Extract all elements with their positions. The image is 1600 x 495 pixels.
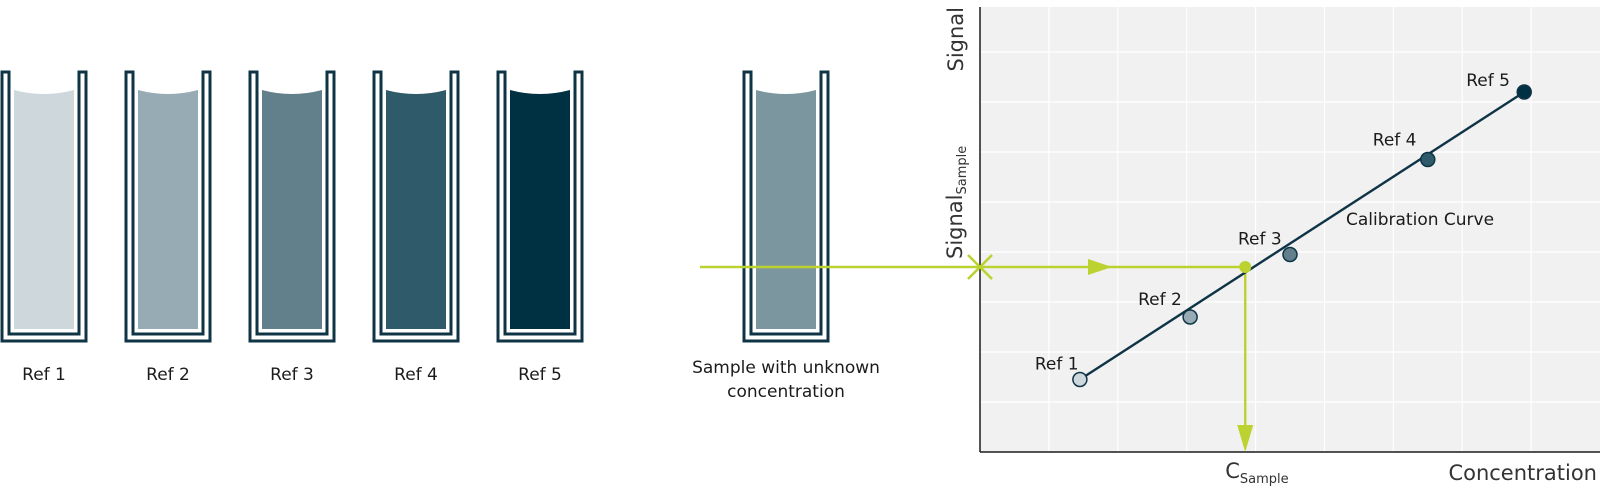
cuvette-ref-1: Ref 1 [0, 70, 88, 385]
point-ref-5 [1516, 84, 1532, 100]
sample-label-line1: Sample with unknown [692, 358, 880, 378]
cuvette-ref-2-liquid [138, 90, 198, 329]
concentration-sample-label: CSample [1225, 459, 1288, 487]
sample-readout: CSample [700, 254, 1289, 487]
cuvette-ref-5-label: Ref 5 [518, 365, 562, 385]
x-axis-label: Concentration [1448, 461, 1597, 485]
cuvette-ref-5-glass [496, 70, 584, 343]
point-ref-1 [1072, 371, 1088, 388]
cuvette-ref-3: Ref 3 [248, 70, 336, 385]
point-ref-4 [1420, 151, 1436, 168]
cuvette-ref-4-label: Ref 4 [394, 365, 438, 385]
signal-sample-label: SignalSample [943, 146, 970, 259]
cuvette-ref-3-label: Ref 3 [270, 365, 314, 385]
calibration-chart: Signal Concentration CSample Calibration… [700, 7, 1600, 487]
cuvette-ref-3-glass [248, 70, 336, 343]
sample-label-line2: concentration [727, 382, 845, 402]
point-ref-1-label: Ref 1 [1035, 355, 1079, 375]
cuvette-ref-2-glass [124, 70, 212, 343]
signal-sample-main: Signal [943, 194, 967, 259]
calibration-curve-label: Calibration Curve [1346, 210, 1494, 230]
readout-arrow-down [1237, 425, 1254, 452]
point-ref-3 [1282, 246, 1298, 263]
calibration-curve-line [1079, 90, 1525, 381]
cuvette-ref-4-glass [372, 70, 460, 343]
reference-points: Ref 1 Ref 2 Ref 3 Ref 4 Ref 5 [1035, 71, 1532, 388]
cuvette-ref-2-label: Ref 2 [146, 365, 190, 385]
cuvette-ref-5-liquid [510, 90, 570, 329]
cuvette-ref-2: Ref 2 [124, 70, 212, 385]
cuvette-ref-1-liquid [14, 90, 74, 329]
point-ref-2-label: Ref 2 [1138, 290, 1182, 310]
point-ref-3-label: Ref 3 [1238, 230, 1282, 250]
reference-cuvettes: Ref 1 Ref 2 Ref 3 Ref 4 Ref 5 [0, 70, 584, 385]
signal-axis-cross-marker [967, 254, 993, 280]
cuvette-ref-4-liquid [386, 90, 446, 329]
sample-cuvette-liquid [756, 90, 816, 329]
concentration-sample-sub: Sample [1240, 472, 1289, 487]
point-ref-5-label: Ref 5 [1466, 71, 1510, 91]
cuvette-ref-1-glass [0, 70, 88, 343]
point-ref-4-label: Ref 4 [1373, 131, 1417, 151]
cuvette-ref-4: Ref 4 [372, 70, 460, 385]
sample-cuvette-glass [742, 70, 830, 343]
signal-sample-sub: Sample [955, 146, 970, 195]
cuvette-ref-1-label: Ref 1 [22, 365, 66, 385]
readout-arrow-right [1088, 259, 1112, 275]
cuvette-ref-5: Ref 5 [496, 70, 584, 385]
sample-cuvette [742, 70, 830, 343]
point-ref-2 [1182, 309, 1198, 325]
sample-point [1239, 261, 1252, 273]
y-axis-label: Signal [944, 7, 968, 72]
plot-grid [980, 7, 1600, 452]
concentration-sample-main: C [1225, 459, 1240, 483]
cuvette-ref-3-liquid [262, 90, 322, 329]
